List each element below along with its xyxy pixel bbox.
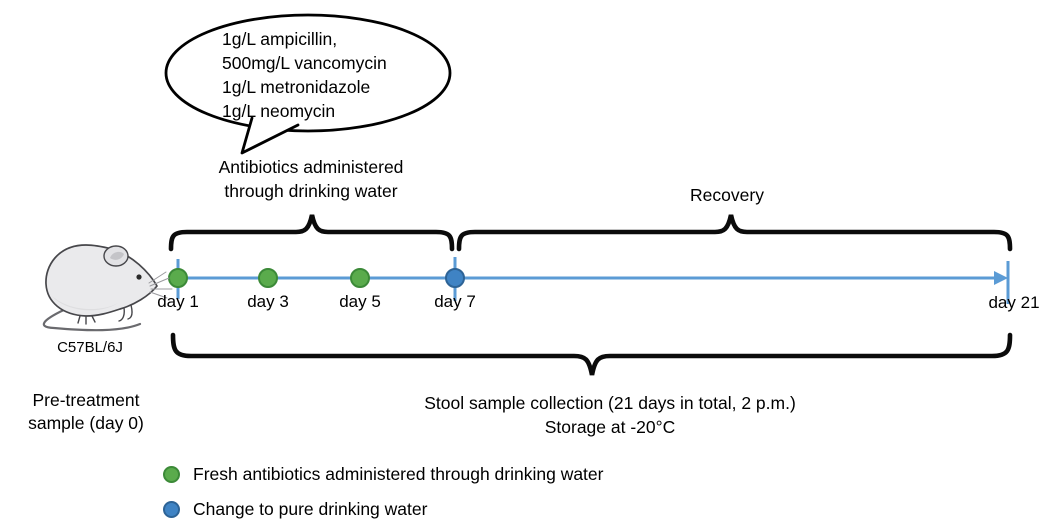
marker-day-1-antibiotics (168, 268, 188, 288)
brace-recovery-period (456, 214, 1013, 252)
timeline-arrowhead (994, 271, 1008, 285)
stool-collection-line1: Stool sample collection (21 days in tota… (424, 393, 796, 413)
pretreatment-line2: sample (day 0) (28, 413, 144, 433)
stool-collection-line2: Storage at -20°C (544, 417, 676, 437)
recovery-phase-label: Recovery (690, 185, 764, 205)
timeline-axis (176, 257, 1010, 304)
marker-day-7-pure-water (445, 268, 465, 288)
legend-label-fresh-antibiotics: Fresh antibiotics administered through d… (193, 464, 604, 484)
day-label-1: day 1 (157, 292, 199, 311)
brace-stool-collection-period (170, 332, 1013, 376)
bubble-line-vancomycin: 500mg/L vancomycin (222, 53, 387, 73)
day-label-5: day 5 (339, 292, 381, 311)
pretreatment-label: Pre-treatment sample (day 0) (28, 389, 144, 435)
bubble-line-neomycin: 1g/L neomycin (222, 101, 336, 121)
marker-day-3-antibiotics (258, 268, 278, 288)
speech-bubble (164, 13, 452, 155)
blue-dot-icon (163, 500, 180, 518)
antibiotics-phase-line1: Antibiotics administered (218, 157, 404, 177)
legend-label-pure-water: Change to pure drinking water (193, 499, 428, 519)
day-label-21: day 21 (988, 293, 1040, 312)
day-label-7: day 7 (434, 292, 476, 311)
green-dot-icon (163, 465, 180, 483)
mouse-eye (136, 274, 142, 280)
bubble-line-metronidazole: 1g/L metronidazole (222, 77, 371, 97)
bubble-line-ampicillin: 1g/L ampicillin, (222, 29, 338, 49)
day-label-3: day 3 (247, 292, 289, 311)
antibiotics-phase-label: Antibiotics administered through drinkin… (219, 155, 404, 203)
stool-collection-label: Stool sample collection (21 days in tota… (424, 391, 796, 439)
mouse-strain-label: C57BL/6J (57, 339, 123, 356)
marker-day-5-antibiotics (350, 268, 370, 288)
legend-item-pure-water: Change to pure drinking water (163, 497, 427, 521)
antibiotics-phase-line2: through drinking water (224, 181, 398, 201)
brace-antibiotics-period (168, 214, 455, 252)
mouse-illustration (42, 244, 173, 332)
bubble-text: 1g/L ampicillin, 500mg/L vancomycin 1g/L… (222, 27, 387, 123)
pretreatment-line1: Pre-treatment (32, 390, 140, 410)
legend-item-fresh-antibiotics: Fresh antibiotics administered through d… (163, 462, 603, 486)
